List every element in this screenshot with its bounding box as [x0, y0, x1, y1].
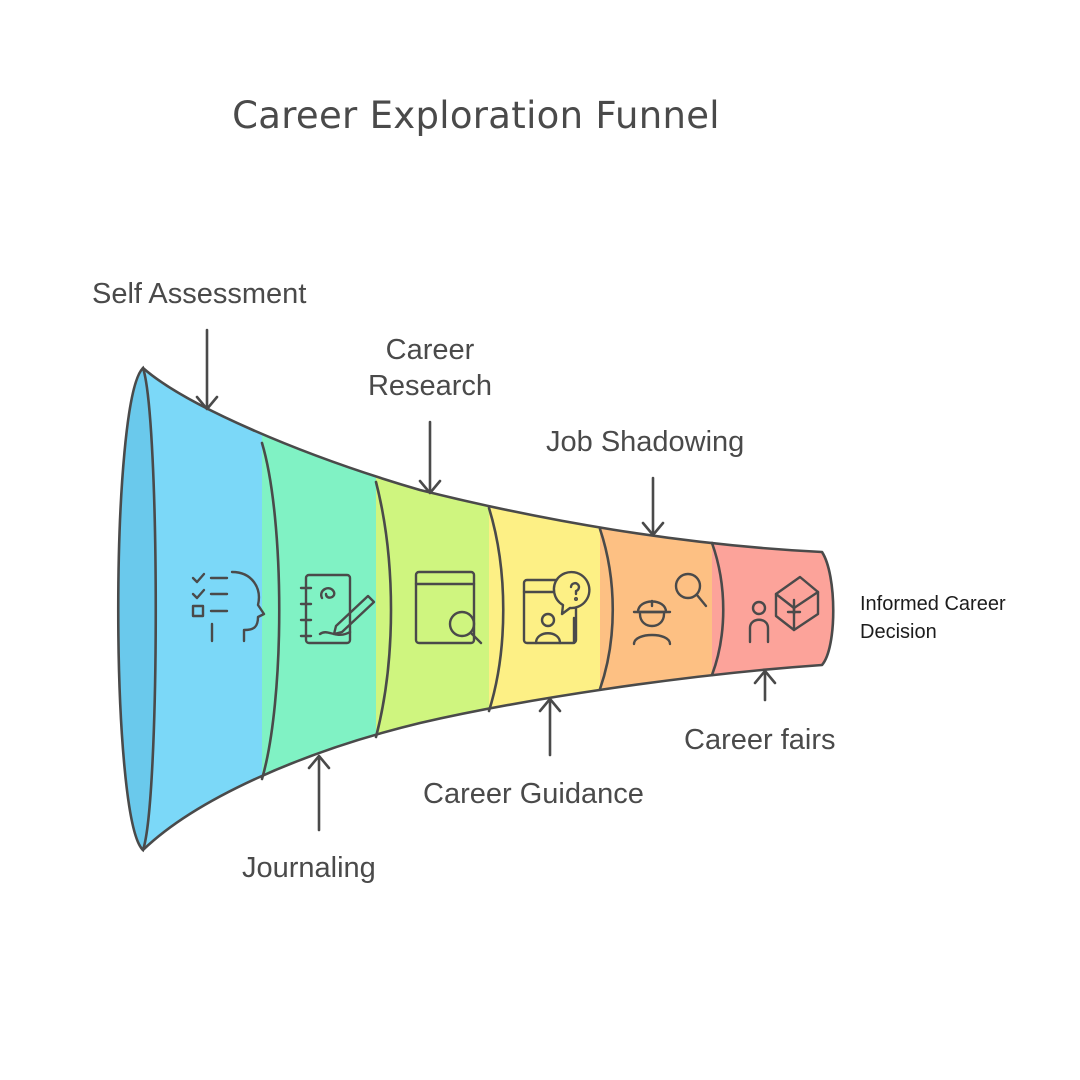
journal-pen-icon: [299, 573, 376, 645]
arrow-job-shadowing: [641, 476, 665, 537]
label-journaling: Journaling: [242, 852, 376, 884]
arrow-career-research: [418, 420, 442, 495]
arrow-self-assessment: [195, 328, 219, 411]
arrows: [195, 328, 777, 832]
label-job-shadowing: Job Shadowing: [546, 426, 745, 458]
diagram-title: Career Exploration Funnel: [232, 94, 720, 137]
person-booth-icon: [748, 575, 820, 644]
funnel-band-career-fairs: [712, 368, 834, 850]
label-career-research: Career Research: [367, 334, 493, 402]
counselor-question-icon: [522, 570, 591, 645]
head-checklist-icon: [191, 570, 266, 643]
worker-search-icon: [632, 572, 708, 646]
label-outcome: Informed Career Decision: [860, 593, 1006, 643]
arrow-journaling: [307, 754, 331, 832]
label-career-fairs: Career fairs: [684, 724, 836, 756]
label-self-assessment: Self Assessment: [92, 278, 307, 310]
book-search-icon: [414, 570, 483, 645]
funnel-outline: [141, 366, 835, 852]
arrow-career-guidance: [538, 697, 562, 757]
label-career-guidance: Career Guidance: [423, 778, 644, 810]
arrow-career-fairs: [753, 669, 777, 702]
funnel-mouth: [116, 365, 158, 853]
band-separators: [260, 441, 725, 781]
